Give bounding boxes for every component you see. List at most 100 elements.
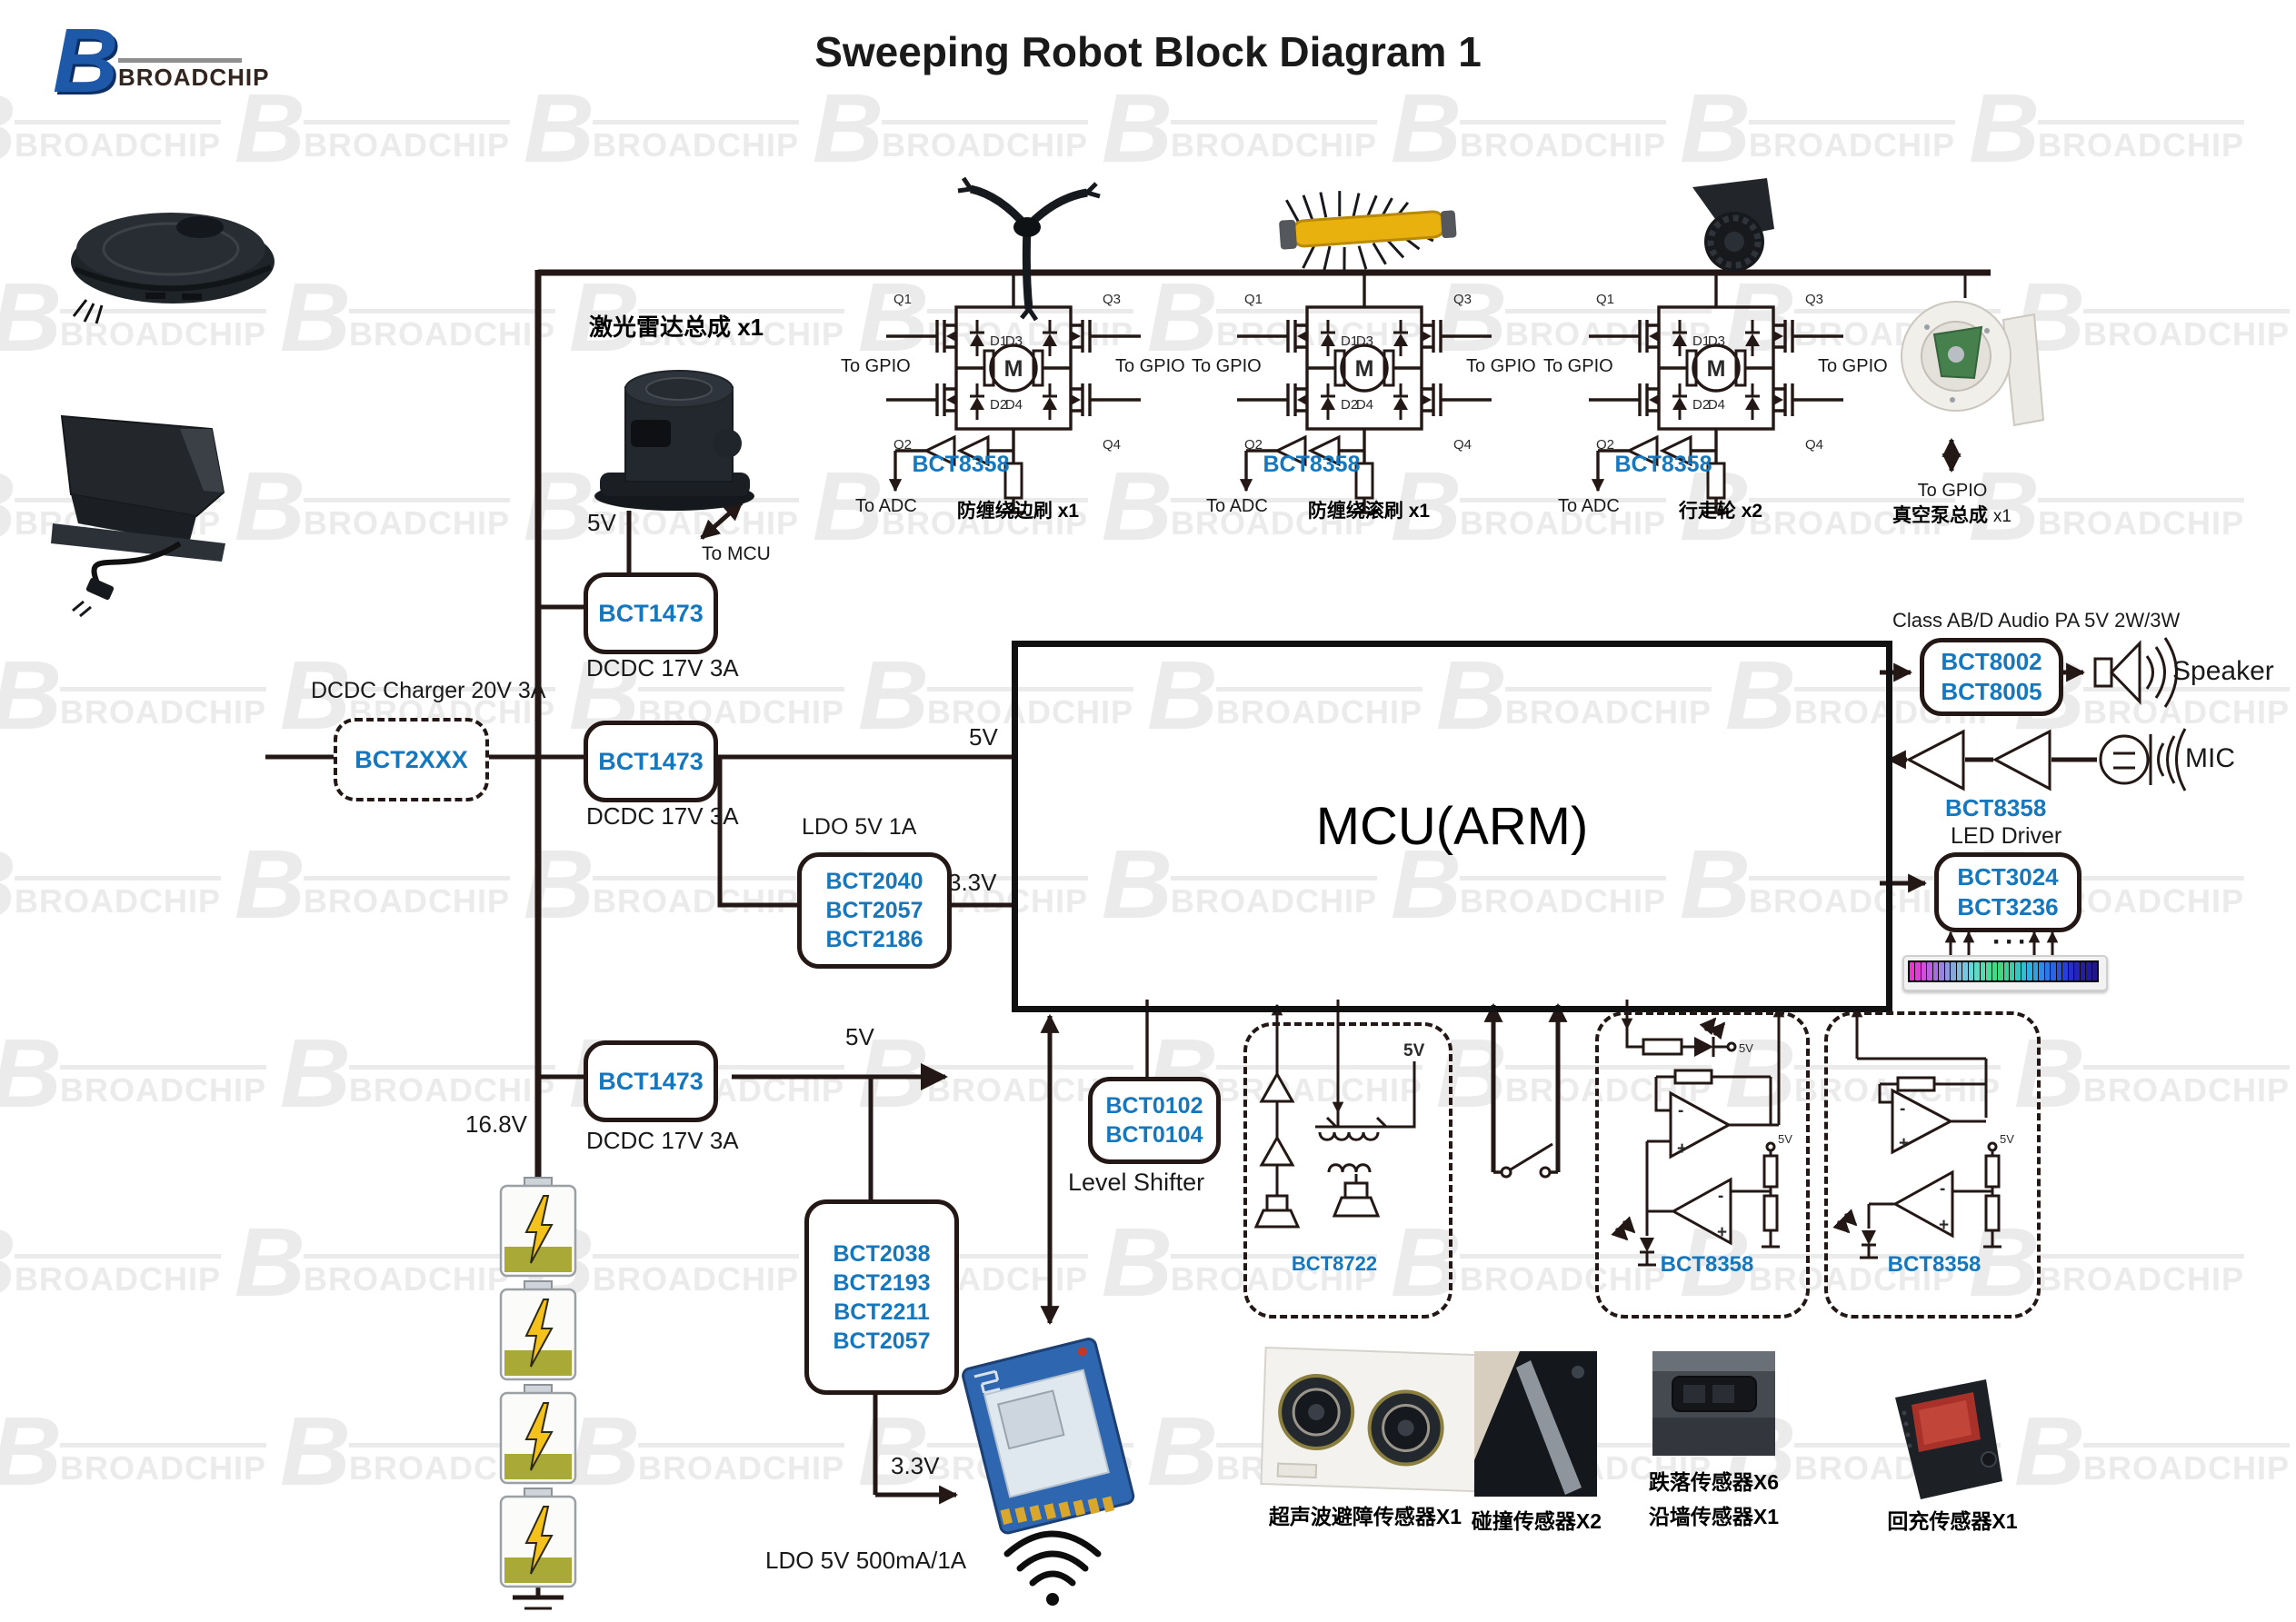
dcdc1-box: BCT1473: [584, 572, 718, 654]
recharge-box: [1824, 1011, 2041, 1318]
ldo1-label: LDO 5V 1A: [802, 814, 917, 840]
dcdc2-label: DCDC 17V 3A: [586, 802, 739, 830]
charge-ldo-part: BCT2193: [833, 1269, 931, 1296]
led-segment: [1939, 962, 1944, 980]
charge-ldo-box: BCT2038 BCT2193 BCT2211 BCT2057: [804, 1199, 959, 1395]
dcdc3-label: DCDC 17V 3A: [586, 1127, 739, 1154]
mcu-box: MCU(ARM): [1012, 641, 1892, 1012]
lidar-5v-label: 5V: [587, 509, 616, 536]
led-segment: [2068, 962, 2074, 980]
audio-pa-part: BCT8005: [1941, 678, 2042, 705]
hb1-gpio-right: To GPIO: [1115, 356, 1185, 376]
led-strip: [1902, 955, 2108, 991]
led-segment: [2032, 962, 2039, 980]
led-segment: [1956, 962, 1962, 980]
led-segment: [1932, 962, 1939, 980]
led-segment: [2009, 962, 2015, 980]
audio-class-label: Class AB/D Audio PA 5V 2W/3W: [1892, 609, 2181, 632]
dcdc1-part: BCT1473: [598, 599, 704, 627]
charge-ldo-part: BCT2057: [833, 1328, 931, 1354]
led-segment: [2044, 962, 2051, 980]
charger-part-box: BCT2XXX: [334, 718, 489, 801]
led-segment: [1927, 962, 1932, 980]
hb3-name: 行走轮 x2: [1678, 501, 1763, 522]
led-driver-chip: BCT3024: [1957, 862, 2059, 891]
dcdc3-part: BCT1473: [598, 1067, 704, 1095]
led-segment: [2039, 962, 2044, 980]
led-segment: [2027, 962, 2032, 980]
dcdc2-part: BCT1473: [598, 747, 704, 775]
hb2-gpio-left: To GPIO: [1192, 356, 1262, 376]
led-segment: [1968, 962, 1974, 980]
led-segment: [1992, 962, 1998, 980]
3v3-label: 3.3V: [891, 1452, 940, 1479]
audio-pa-box: BCT8002 BCT8005: [1920, 638, 2063, 716]
led-driver-part: BCT8358: [1945, 794, 2047, 821]
ldo1-box: BCT2040 BCT2057 BCT2186: [797, 852, 952, 969]
led-segment: [1974, 962, 1980, 980]
hb1-adc: To ADC: [855, 496, 917, 516]
level-shifter-part: BCT0102: [1105, 1093, 1203, 1119]
5v-label: 5V: [845, 1023, 874, 1050]
bump-caption: 碰撞传感器X2: [1471, 1509, 1602, 1533]
hb1-part: BCT8358: [912, 452, 1010, 477]
5v-label: 5V: [969, 723, 998, 751]
vacuum-name: 真空泵总成: [1892, 505, 1988, 526]
hb2-part: BCT8358: [1263, 452, 1361, 477]
audio-pa-part: BCT8002: [1941, 647, 2042, 675]
dcdc3-box: BCT1473: [584, 1040, 718, 1122]
dcdc2-box: BCT1473: [584, 721, 718, 802]
hb2-name: 防缠绕滚刷 x1: [1307, 501, 1431, 522]
hb3-adc: To ADC: [1558, 496, 1620, 516]
speaker-label: Speaker: [2172, 656, 2274, 686]
led-segment: [1910, 962, 1915, 980]
charger-label: DCDC Charger 20V 3A: [311, 678, 546, 703]
hb3-part: BCT8358: [1614, 452, 1712, 477]
level-shifter-box: BCT0102 BCT0104: [1088, 1077, 1221, 1164]
ldo1-part: BCT2186: [825, 927, 923, 952]
page-title: Sweeping Robot Block Diagram 1: [814, 28, 1482, 75]
charge-ldo-part: BCT2038: [833, 1240, 931, 1267]
led-segment: [1944, 962, 1951, 980]
to-mcu-label: To MCU: [702, 543, 771, 564]
cliff-caption-1: 跌落传感器X6: [1648, 1470, 1780, 1494]
battery-voltage-label: 16.8V: [465, 1110, 527, 1138]
broadchip-logo-icon: B: [53, 10, 118, 112]
led-segment: [2080, 962, 2086, 980]
vacuum-qty: x1: [1992, 507, 2011, 526]
lidar-label: 激光雷达总成 x1: [589, 313, 764, 341]
led-segment: [2091, 962, 2097, 980]
hb3-gpio-right: To GPIO: [1818, 356, 1888, 376]
ultrasonic-caption: 超声波避障传感器X1: [1268, 1505, 1462, 1528]
hb1-gpio-left: To GPIO: [841, 356, 911, 376]
hb2-adc: To ADC: [1206, 496, 1268, 516]
logo-brand: BROADCHIP: [118, 64, 270, 91]
led-segment: [1951, 962, 1956, 980]
led-segment: [1980, 962, 1986, 980]
led-dots: ···: [1992, 927, 2031, 957]
cliff-box: [1595, 1011, 1810, 1318]
vacuum-gpio-label: To GPIO: [1917, 481, 1988, 501]
charge-ldo-part: BCT2211: [834, 1299, 930, 1325]
